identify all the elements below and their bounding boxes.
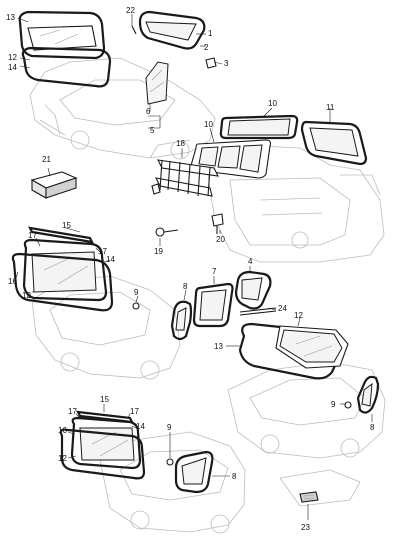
rear-window-assembly-middle — [11, 226, 114, 312]
callout-24: 24 — [278, 304, 287, 313]
fixed-glass-7 — [192, 282, 234, 328]
clip-9-bottom — [166, 458, 174, 466]
callout-22: 22 — [126, 6, 135, 15]
quarter-glass-8-bottom — [174, 450, 214, 494]
callout-20: 20 — [216, 235, 225, 244]
callout-8: 8 — [232, 472, 237, 481]
sliding-glass-4 — [234, 270, 277, 316]
ghost-car-hatchback-top — [29, 57, 216, 160]
callout-17: 17 — [130, 407, 139, 416]
ghost-car-hatchback-bottom — [99, 431, 246, 534]
clip-3 — [205, 57, 217, 69]
callout-4: 4 — [248, 257, 253, 266]
callout-14: 14 — [136, 422, 145, 431]
callout-17: 17 — [28, 231, 37, 240]
callout-3: 3 — [224, 59, 229, 68]
clip-9-right — [344, 401, 352, 409]
callout-15: 15 — [62, 221, 71, 230]
callout-12: 12 — [22, 291, 31, 300]
callout-9: 9 — [331, 400, 336, 409]
rear-cab-glass-10 — [219, 114, 299, 140]
callout-13: 13 — [6, 13, 15, 22]
kit-box-21 — [30, 171, 78, 199]
callout-10: 10 — [268, 99, 277, 108]
callout-labels: 13 22 1 2 3 12 14 6 5 10 11 10 18 21 20 … — [6, 6, 375, 532]
callout-10: 10 — [204, 120, 213, 129]
windshield-seal-13-12 — [238, 322, 349, 380]
callout-23: 23 — [301, 523, 310, 532]
callout-15: 15 — [100, 395, 109, 404]
quarter-window-top — [131, 10, 206, 50]
callout-17: 17 — [68, 407, 77, 416]
callout-6: 6 — [146, 107, 151, 116]
callout-14: 14 — [8, 63, 17, 72]
side-glass-6 — [145, 61, 169, 105]
callout-13: 13 — [214, 342, 223, 351]
callout-21: 21 — [42, 155, 51, 164]
ghost-bumper-bottom-right — [279, 469, 361, 507]
callout-12: 12 — [8, 53, 17, 62]
callout-18: 18 — [176, 139, 185, 148]
callout-2: 2 — [204, 43, 209, 52]
quarter-glass-8-middle — [170, 300, 193, 341]
callout-8: 8 — [183, 282, 188, 291]
callout-12: 12 — [294, 311, 303, 320]
callout-9: 9 — [167, 423, 172, 432]
ladder-rack-18 — [151, 159, 219, 197]
clip-9-middle — [132, 302, 140, 310]
rear-window-seal-assembly — [18, 10, 112, 88]
callout-17: 17 — [98, 247, 107, 256]
adhesive-23 — [299, 491, 319, 503]
rear-window-assembly-bottom — [59, 410, 146, 480]
rear-cab-glass-11 — [300, 120, 368, 166]
callout-1: 1 — [208, 29, 213, 38]
callout-12: 12 — [58, 454, 67, 463]
bolt-20 — [211, 213, 224, 234]
callout-14: 14 — [106, 255, 115, 264]
callout-16: 16 — [58, 426, 67, 435]
ghost-car-hatchback-middle — [31, 275, 181, 380]
leader-lines — [15, 14, 373, 520]
callout-7: 7 — [212, 267, 217, 276]
screw-19 — [155, 227, 179, 237]
callout-8: 8 — [370, 423, 375, 432]
callout-11: 11 — [326, 103, 335, 112]
callout-5: 5 — [150, 126, 155, 135]
callout-19: 19 — [154, 247, 163, 256]
callout-16: 16 — [8, 277, 17, 286]
callout-9: 9 — [134, 288, 139, 297]
quarter-glass-8-right — [356, 375, 380, 414]
